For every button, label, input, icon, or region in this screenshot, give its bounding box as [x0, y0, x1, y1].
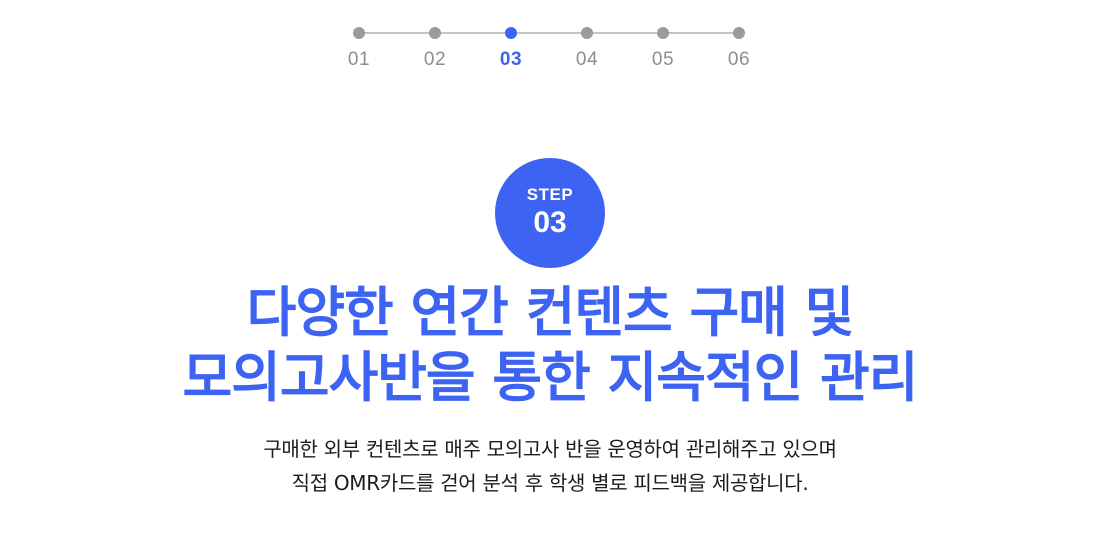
section-description: 구매한 외부 컨텐츠로 매주 모의고사 반을 운영하여 관리해주고 있으며 직접…: [0, 432, 1100, 500]
step-number-label: 02: [423, 49, 447, 70]
step-number-label-active: 03: [499, 49, 523, 70]
step-dot-icon: [733, 27, 745, 39]
step-dot-icon: [353, 27, 365, 39]
stepper-items: 01 02 03 04 05 06: [334, 22, 764, 71]
step-number-label: 06: [727, 49, 751, 70]
step-badge-label: STEP: [526, 185, 574, 204]
step-number-label: 05: [651, 49, 675, 70]
headline-line-2: 모의고사반을 통한 지속적인 관리: [182, 346, 919, 409]
step-item-05[interactable]: 05: [638, 22, 688, 71]
step-item-02[interactable]: 02: [410, 22, 460, 71]
step-dot-active-icon: [505, 27, 517, 39]
step-dot-icon: [581, 27, 593, 39]
description-line-1: 구매한 외부 컨텐츠로 매주 모의고사 반을 운영하여 관리해주고 있으며: [263, 437, 837, 461]
step-item-01[interactable]: 01: [334, 22, 384, 71]
section-headline: 다양한 연간 컨텐츠 구매 및 모의고사반을 통한 지속적인 관리: [0, 280, 1100, 410]
step-number-label: 01: [347, 49, 371, 70]
step-item-03[interactable]: 03: [486, 22, 536, 71]
headline-line-1: 다양한 연간 컨텐츠 구매 및: [246, 281, 855, 344]
step-dot-icon: [657, 27, 669, 39]
stepper-track-line: [358, 32, 740, 34]
description-line-2: 직접 OMR카드를 걷어 분석 후 학생 별로 피드백을 제공합니다.: [291, 471, 809, 495]
step-dot-icon: [429, 27, 441, 39]
step-item-06[interactable]: 06: [714, 22, 764, 71]
step-item-04[interactable]: 04: [562, 22, 612, 71]
step-number-label: 04: [575, 49, 599, 70]
step-badge-number: 03: [533, 206, 567, 239]
progress-stepper: 01 02 03 04 05 06: [334, 22, 764, 72]
step-badge: STEP 03: [495, 158, 605, 268]
